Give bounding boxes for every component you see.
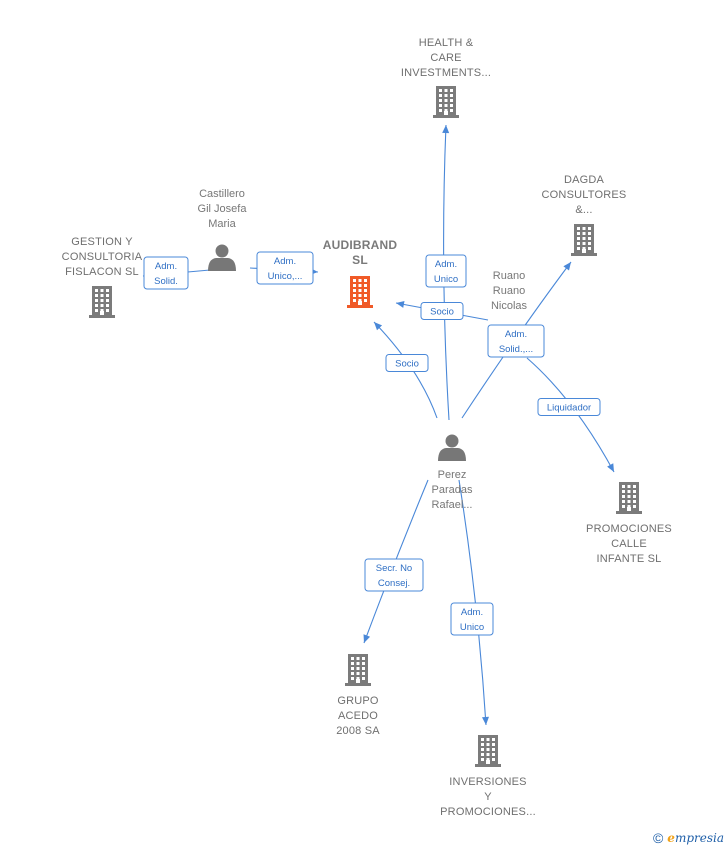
edge-label-text: Adm. [155,261,177,272]
arrowhead-perez-audibrand [374,322,383,331]
edge-label-text: Adm. [435,259,457,270]
node-label-health: CARE [430,52,461,64]
edge-label-text: Consej. [378,578,410,589]
edge-label-castillero-audibrand[interactable]: Adm. Unico,... [256,251,314,285]
node-health[interactable]: HEALTH & CARE INVESTMENTS... [401,37,491,118]
edge-label-box[interactable] [364,558,424,592]
node-label-health: INVESTMENTS... [401,67,491,79]
arrowhead-perez-inversiones [481,716,489,725]
arrowhead-perez-grupo [363,634,371,643]
node-label-inversiones: PROMOCIONES... [440,806,536,818]
node-label-grupo: ACEDO [338,710,378,722]
edges-layer [142,124,615,726]
node-label-dagda: CONSULTORES [542,189,627,201]
node-label-grupo: 2008 SA [336,725,380,737]
edge-label-text: Adm. [461,607,483,618]
node-label-gestion: CONSULTORIA [62,251,143,263]
edge-label-box[interactable] [420,302,464,320]
company-building-icon [571,224,597,256]
node-label-dagda: &... [575,204,592,216]
edge-label-text: Adm. [505,329,527,340]
edge-label-box[interactable] [256,251,314,285]
company-building-icon [616,482,642,514]
node-grupo[interactable]: GRUPO ACEDO 2008 SA [336,654,380,737]
empresia-brand[interactable]: © empresia [653,830,724,846]
company-building-icon [433,86,459,118]
node-promociones[interactable]: PROMOCIONES CALLE INFANTE SL [586,482,672,565]
person-icon [438,434,466,461]
edge-label-box[interactable] [385,354,429,372]
node-label-inversiones: INVERSIONES [449,776,526,788]
node-perez[interactable]: PerezParadasRafael... [432,434,473,512]
node-label-gestion: GESTION Y [71,236,133,248]
edge-label-text: Solid.,... [499,344,533,355]
node-label-ruano: Nicolas [491,300,528,312]
edge-label-perez-inversiones[interactable]: Adm. Unico [450,602,494,636]
brand-logo: empresia [667,831,724,845]
node-inversiones[interactable]: INVERSIONES Y PROMOCIONES... [440,735,536,818]
node-dagda[interactable]: DAGDA CONSULTORES &... [542,174,627,256]
edge-label-text: Unico [460,622,484,633]
edge-label-box[interactable] [143,256,189,290]
company-building-icon [475,735,501,767]
edge-label-text: Unico [434,274,458,285]
node-label-castillero: Maria [208,218,236,230]
node-label-perez: Paradas [432,484,473,496]
node-label-gestion: FISLACON SL [65,266,139,278]
node-label-promociones: INFANTE SL [597,553,662,565]
edge-label-text: Socio [430,307,454,318]
edge-label-text: Solid. [154,276,178,287]
edge-label-perez-health[interactable]: Adm. Unico [425,254,467,288]
node-label-castillero: Gil Josefa [198,203,248,215]
edge-label-box[interactable] [425,254,467,288]
node-label-audibrand: AUDIBRAND [323,238,398,252]
edge-label-box[interactable] [537,398,601,416]
edge-label-box[interactable] [450,602,494,636]
edge-label-text: Socio [395,359,419,370]
edge-label-perez-dagda[interactable]: Adm. Solid.,... [487,324,545,358]
edge-label-ruano-promociones[interactable]: Liquidador [537,398,601,416]
edge-label-box[interactable] [487,324,545,358]
edge-label-text: Secr. No [376,563,412,574]
node-label-dagda: DAGDA [564,174,605,186]
node-label-perez: Perez [438,469,467,481]
node-label-health: HEALTH & [419,37,474,49]
edge-label-castillero-gestion[interactable]: Adm. Solid. [143,256,189,290]
arrowhead-perez-health [442,125,450,134]
node-label-grupo: GRUPO [337,695,379,707]
node-label-ruano: Ruano [493,285,525,297]
copyright-icon: © [652,830,664,846]
node-label-inversiones: Y [484,791,492,803]
node-label-promociones: CALLE [611,538,647,550]
node-label-audibrand: SL [352,253,368,267]
edge-label-ruano-audibrand[interactable]: Socio [420,302,464,320]
edge-label-perez-audibrand[interactable]: Socio [385,354,429,372]
node-gestion[interactable]: GESTION Y CONSULTORIA FISLACON SL [62,236,143,318]
edge-label-text: Adm. [274,256,296,267]
edge-label-text: Unico,... [268,271,303,282]
node-label-castillero: Castillero [199,188,245,200]
edge-label-perez-grupo[interactable]: Secr. No Consej. [364,558,424,592]
edge-perez-inversiones [458,479,487,726]
node-label-perez: Rafael... [432,499,473,511]
company-building-icon [345,654,371,686]
arrowhead-ruano-audibrand [396,301,405,308]
node-label-promociones: PROMOCIONES [586,523,672,535]
edge-label-text: Liquidador [547,403,591,414]
person-icon [208,244,236,271]
edge-labels-layer: Adm.Solid.Adm.Unico,...Adm.UnicoSocioAdm… [143,251,601,636]
node-label-ruano: Ruano [493,270,525,282]
company-building-icon [89,286,115,318]
arrowhead-ruano-promociones [607,463,614,472]
main-company-building-icon [347,276,373,308]
arrowhead-perez-dagda [563,262,571,271]
